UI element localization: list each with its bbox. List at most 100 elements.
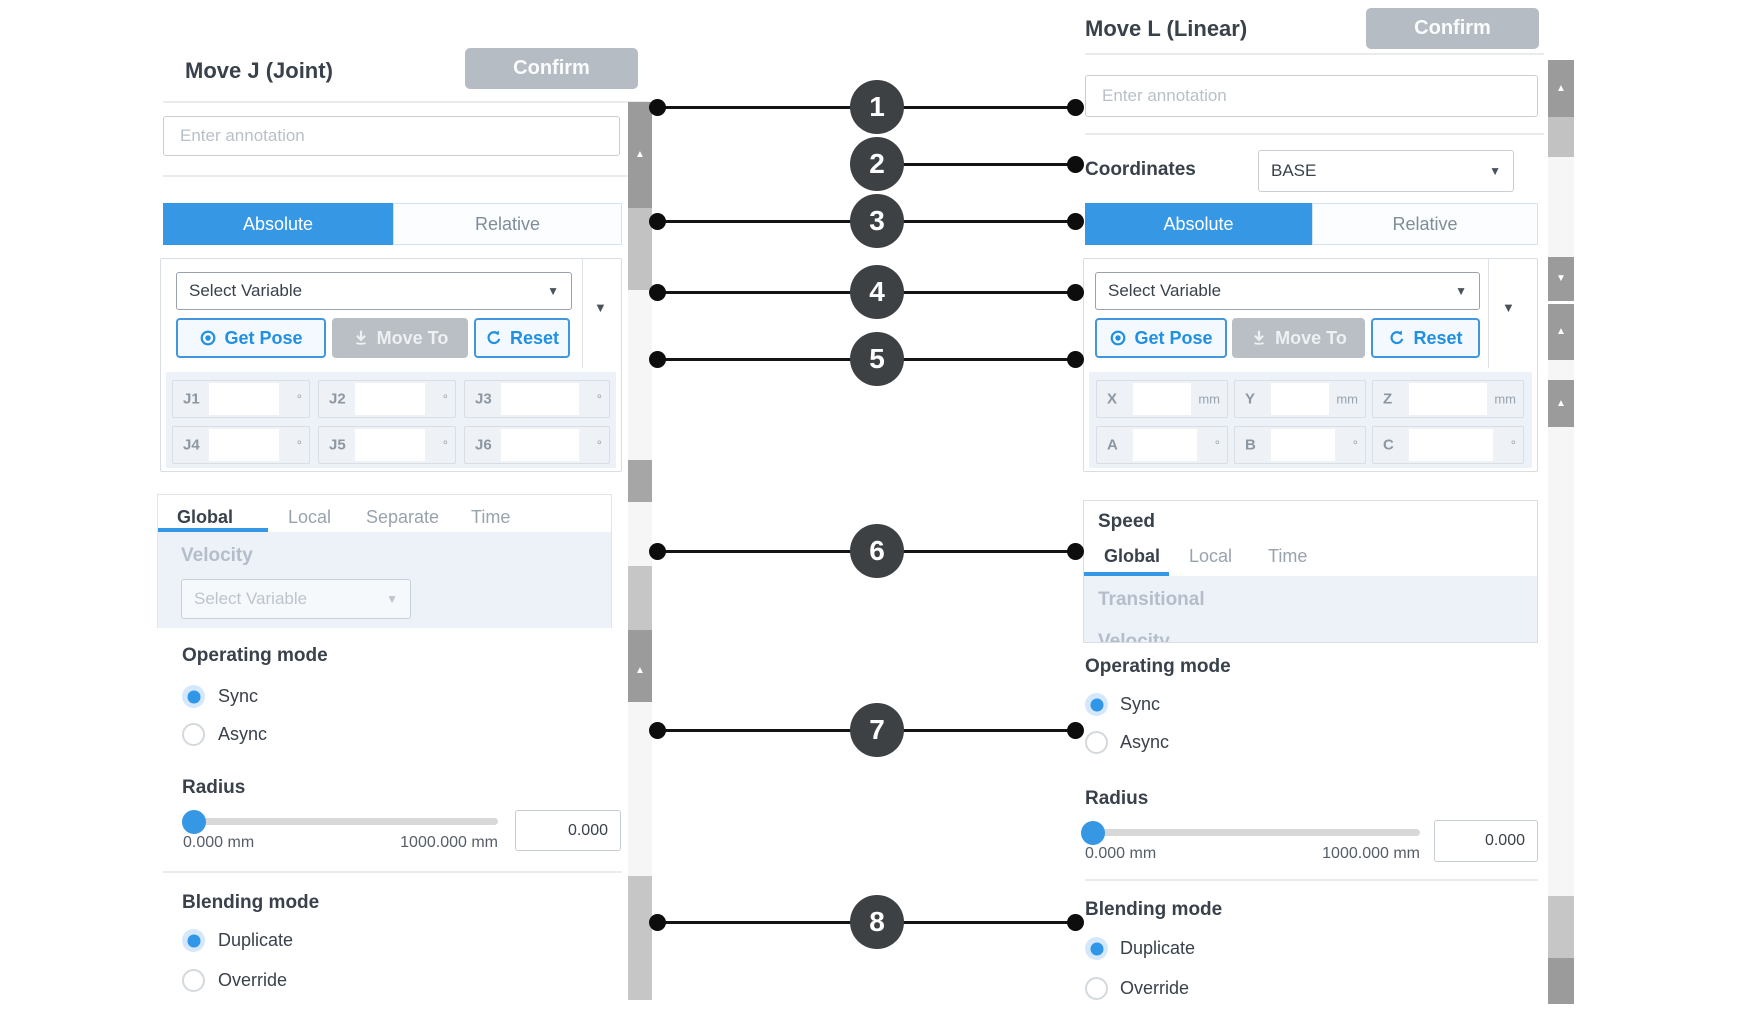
joint-field-j6[interactable]: J6° [464, 426, 610, 464]
velocity-label: Velocity [181, 545, 253, 566]
confirm-button[interactable]: Confirm [465, 48, 638, 89]
unit-label: ° [596, 391, 602, 407]
tab-separate[interactable]: Separate [366, 507, 440, 527]
tab-time[interactable]: Time [471, 507, 511, 527]
pose-field-c[interactable]: C° [1372, 426, 1524, 464]
pose-field-b[interactable]: B° [1234, 426, 1366, 464]
annotation-input[interactable] [163, 116, 620, 156]
move-to-button[interactable]: Move To [1232, 318, 1365, 358]
divider [1085, 879, 1538, 881]
variable-select-value: Select Variable [189, 281, 303, 300]
scroll-up-icon[interactable]: ▲ [1556, 326, 1566, 337]
annotation-input[interactable] [1085, 75, 1538, 117]
sync-radio-label[interactable]: Sync [218, 686, 259, 706]
joint-field-j1[interactable]: J1° [172, 380, 310, 418]
tab-absolute[interactable]: Absolute [1085, 203, 1312, 245]
confirm-button[interactable]: Confirm [1366, 8, 1539, 49]
reset-button[interactable]: Reset [474, 318, 570, 358]
async-radio[interactable] [182, 723, 205, 746]
joint-field-j2[interactable]: J2° [318, 380, 456, 418]
joint-field-j5[interactable]: J5° [318, 426, 456, 464]
callout-8: 8 [850, 895, 904, 949]
async-radio-label[interactable]: Async [1120, 732, 1170, 752]
scroll-up-icon[interactable]: ▲ [635, 665, 645, 676]
tab-relative[interactable]: Relative [393, 203, 622, 245]
get-pose-button[interactable]: Get Pose [1095, 318, 1227, 358]
radius-title: Radius [1085, 788, 1149, 809]
scroll-up-icon[interactable]: ▲ [1556, 398, 1566, 409]
coordinates-select-value: BASE [1271, 161, 1317, 180]
collapse-chevron-down-icon[interactable]: ▼ [594, 300, 607, 315]
tab-local[interactable]: Local [288, 507, 332, 527]
sync-radio-label[interactable]: Sync [1120, 694, 1161, 714]
blending-mode-title: Blending mode [1085, 899, 1223, 920]
sync-radio[interactable] [1085, 693, 1108, 716]
tab-relative[interactable]: Relative [1312, 203, 1538, 245]
override-radio-label[interactable]: Override [1120, 978, 1190, 998]
callout-7: 7 [850, 703, 904, 757]
velocity-variable-select[interactable]: Select Variable ▼ [181, 579, 411, 619]
unit-label: ° [1510, 437, 1516, 453]
joint-field-j3[interactable]: J3° [464, 380, 610, 418]
radius-max-label: 1000.000 mm [1322, 845, 1420, 862]
callout-dot [1067, 722, 1084, 739]
coordinates-select[interactable]: BASE ▼ [1258, 150, 1514, 192]
dropdown-arrow-icon: ▼ [1489, 164, 1501, 178]
callout-dot [1067, 156, 1084, 173]
radius-slider-thumb[interactable] [182, 810, 206, 834]
radius-slider-thumb[interactable] [1081, 821, 1105, 845]
callout-3: 3 [850, 194, 904, 248]
move-to-button[interactable]: Move To [332, 318, 468, 358]
reset-button[interactable]: Reset [1371, 318, 1480, 358]
tab-absolute[interactable]: Absolute [163, 203, 393, 245]
radius-value-input[interactable]: 0.000 [515, 810, 621, 851]
target-icon [201, 330, 216, 346]
unit-label: ° [1214, 437, 1220, 453]
override-radio-label[interactable]: Override [218, 970, 288, 990]
duplicate-radio-label[interactable]: Duplicate [218, 930, 294, 950]
left-panel-scrollbar[interactable]: ▲ ▲ [628, 0, 652, 1027]
callout-dot [649, 284, 666, 301]
async-radio-label[interactable]: Async [218, 724, 268, 744]
scroll-up-icon[interactable]: ▲ [635, 149, 645, 160]
unit-label: ° [296, 437, 302, 453]
callout-4: 4 [850, 265, 904, 319]
variable-select[interactable]: Select Variable ▼ [1095, 272, 1480, 310]
callout-5: 5 [850, 332, 904, 386]
duplicate-radio[interactable] [182, 929, 205, 952]
collapse-chevron-down-icon[interactable]: ▼ [1502, 300, 1515, 315]
variable-select[interactable]: Select Variable ▼ [176, 272, 572, 310]
operating-mode-title: Operating mode [1085, 656, 1231, 677]
pose-field-a[interactable]: A° [1096, 426, 1228, 464]
callout-dot [1067, 543, 1084, 560]
divider [163, 101, 650, 103]
tab-local[interactable]: Local [1189, 546, 1233, 566]
tab-time[interactable]: Time [1268, 546, 1308, 566]
override-radio[interactable] [182, 969, 205, 992]
radius-slider-track[interactable] [1085, 829, 1420, 836]
callout-dot [649, 99, 666, 116]
tab-global[interactable]: Global [177, 507, 234, 527]
tab-global[interactable]: Global [1104, 546, 1161, 566]
callout-1: 1 [850, 80, 904, 134]
unit-label: ° [442, 391, 448, 407]
override-radio[interactable] [1085, 977, 1108, 1000]
right-panel-scrollbar[interactable]: ▲ ▼ ▲ ▲ [1548, 0, 1574, 1027]
sync-radio[interactable] [182, 685, 205, 708]
get-pose-button[interactable]: Get Pose [176, 318, 326, 358]
duplicate-radio-label[interactable]: Duplicate [1120, 938, 1196, 958]
radius-value-input[interactable]: 0.000 [1434, 820, 1538, 862]
velocity-label-clipped: Velocity [1098, 631, 1170, 643]
divider [163, 871, 622, 873]
transitional-panel [1084, 576, 1537, 642]
duplicate-radio[interactable] [1085, 937, 1108, 960]
radius-slider-track[interactable] [186, 818, 498, 825]
variable-select-value: Select Variable [1108, 281, 1222, 300]
async-radio[interactable] [1085, 731, 1108, 754]
scroll-down-icon[interactable]: ▼ [1556, 273, 1566, 284]
scroll-up-icon[interactable]: ▲ [1556, 83, 1566, 94]
joint-field-j4[interactable]: J4° [172, 426, 310, 464]
